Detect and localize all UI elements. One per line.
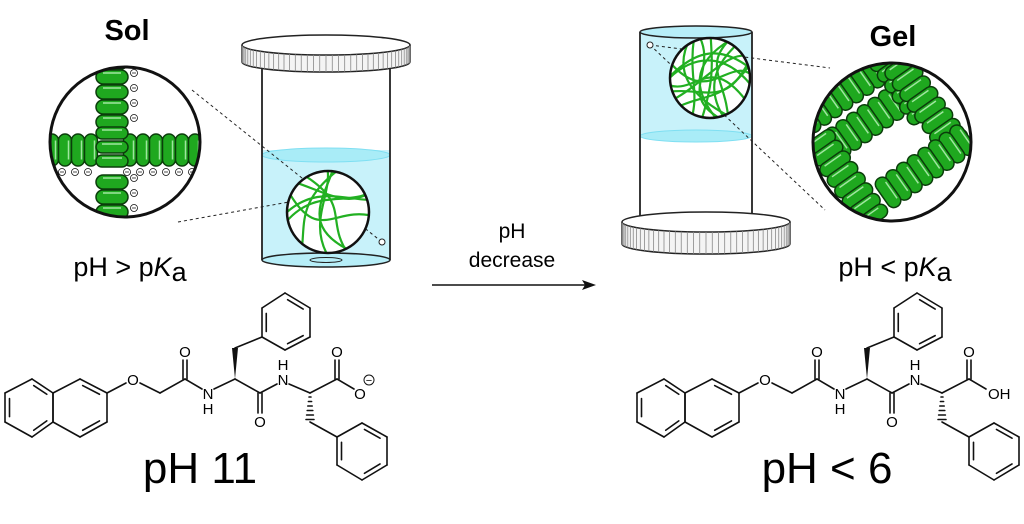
negative-charge-icon xyxy=(202,169,209,176)
fiber xyxy=(289,171,352,253)
ph-decrease-arrow: pH decrease xyxy=(432,220,596,290)
ether-oxygen: O xyxy=(759,372,771,389)
amide-nitrogen: N xyxy=(835,386,846,403)
micelle-rod xyxy=(95,154,129,168)
micelle-rod xyxy=(161,133,177,167)
sol-fiber-inset xyxy=(285,169,371,255)
carboxylate-oxygen: O xyxy=(354,386,366,403)
micelle-rod xyxy=(95,174,129,190)
micelle-rod xyxy=(95,189,129,205)
amide-hydrogen: H xyxy=(835,401,846,418)
gel-condition: pH < pKa xyxy=(838,252,952,287)
ph-label: pH < 6 xyxy=(762,444,893,493)
carbonyl-oxygen: O xyxy=(179,344,191,361)
micelle-rod xyxy=(70,133,86,167)
micelle-rod xyxy=(202,134,215,166)
fiber xyxy=(670,59,750,92)
gel-micelle-zoom xyxy=(811,61,973,223)
gel-title: Gel xyxy=(870,21,917,53)
zoom-origin-marker xyxy=(646,41,654,49)
fiber xyxy=(670,52,750,83)
carbonyl-oxygen: O xyxy=(811,344,823,361)
carbonyl-oxygen: O xyxy=(254,414,266,431)
fiber xyxy=(318,171,366,253)
fiber xyxy=(319,171,330,253)
micelle-rod xyxy=(95,84,129,100)
vial-cap xyxy=(621,211,791,255)
negative-charge-icon xyxy=(363,374,375,386)
sol-micelle-zoom xyxy=(48,55,215,219)
charge-sign: − xyxy=(366,375,372,387)
ether-oxygen: O xyxy=(127,372,139,389)
micelle-rod xyxy=(874,176,902,209)
micelle-rod xyxy=(148,133,164,167)
sol-condition: pH > pKa xyxy=(73,252,187,287)
carbonyl-oxygen: O xyxy=(886,414,898,431)
arrow-label-decrease: decrease xyxy=(469,249,555,272)
micelle-rod xyxy=(826,160,859,188)
micelle-rod xyxy=(135,133,151,167)
amide-nitrogen: N xyxy=(203,386,214,403)
micelle-rod xyxy=(95,140,129,154)
micelle-rod xyxy=(95,69,129,85)
amide-hydrogen: H xyxy=(910,357,921,374)
micelle-rod xyxy=(174,133,190,167)
carboxyl-oxygen: O xyxy=(331,344,343,361)
amide-hydrogen: H xyxy=(278,357,289,374)
arrow-label-ph: pH xyxy=(499,220,526,243)
sol-title: Sol xyxy=(104,15,149,47)
zoom-origin-marker xyxy=(378,238,386,246)
amide-hydrogen: H xyxy=(203,401,214,418)
fiber xyxy=(670,76,750,115)
fiber xyxy=(287,181,369,222)
fiber xyxy=(670,55,750,83)
micelle-rod xyxy=(57,133,73,167)
carboxyl-oxygen: O xyxy=(963,344,975,361)
negative-charge-icon xyxy=(50,168,53,176)
micelle-rod xyxy=(95,99,129,115)
amide-nitrogen: N xyxy=(278,372,289,389)
gel-fiber-inset xyxy=(668,36,752,120)
ph-label: pH 11 xyxy=(143,444,257,493)
vial-cap xyxy=(241,34,411,73)
amide-nitrogen: N xyxy=(910,372,921,389)
micelle-rod xyxy=(899,75,932,103)
hydroxyl-group: OH xyxy=(988,386,1011,403)
fiber xyxy=(287,195,369,217)
micelle-rod xyxy=(95,126,129,140)
negative-charge-icon xyxy=(131,55,138,62)
